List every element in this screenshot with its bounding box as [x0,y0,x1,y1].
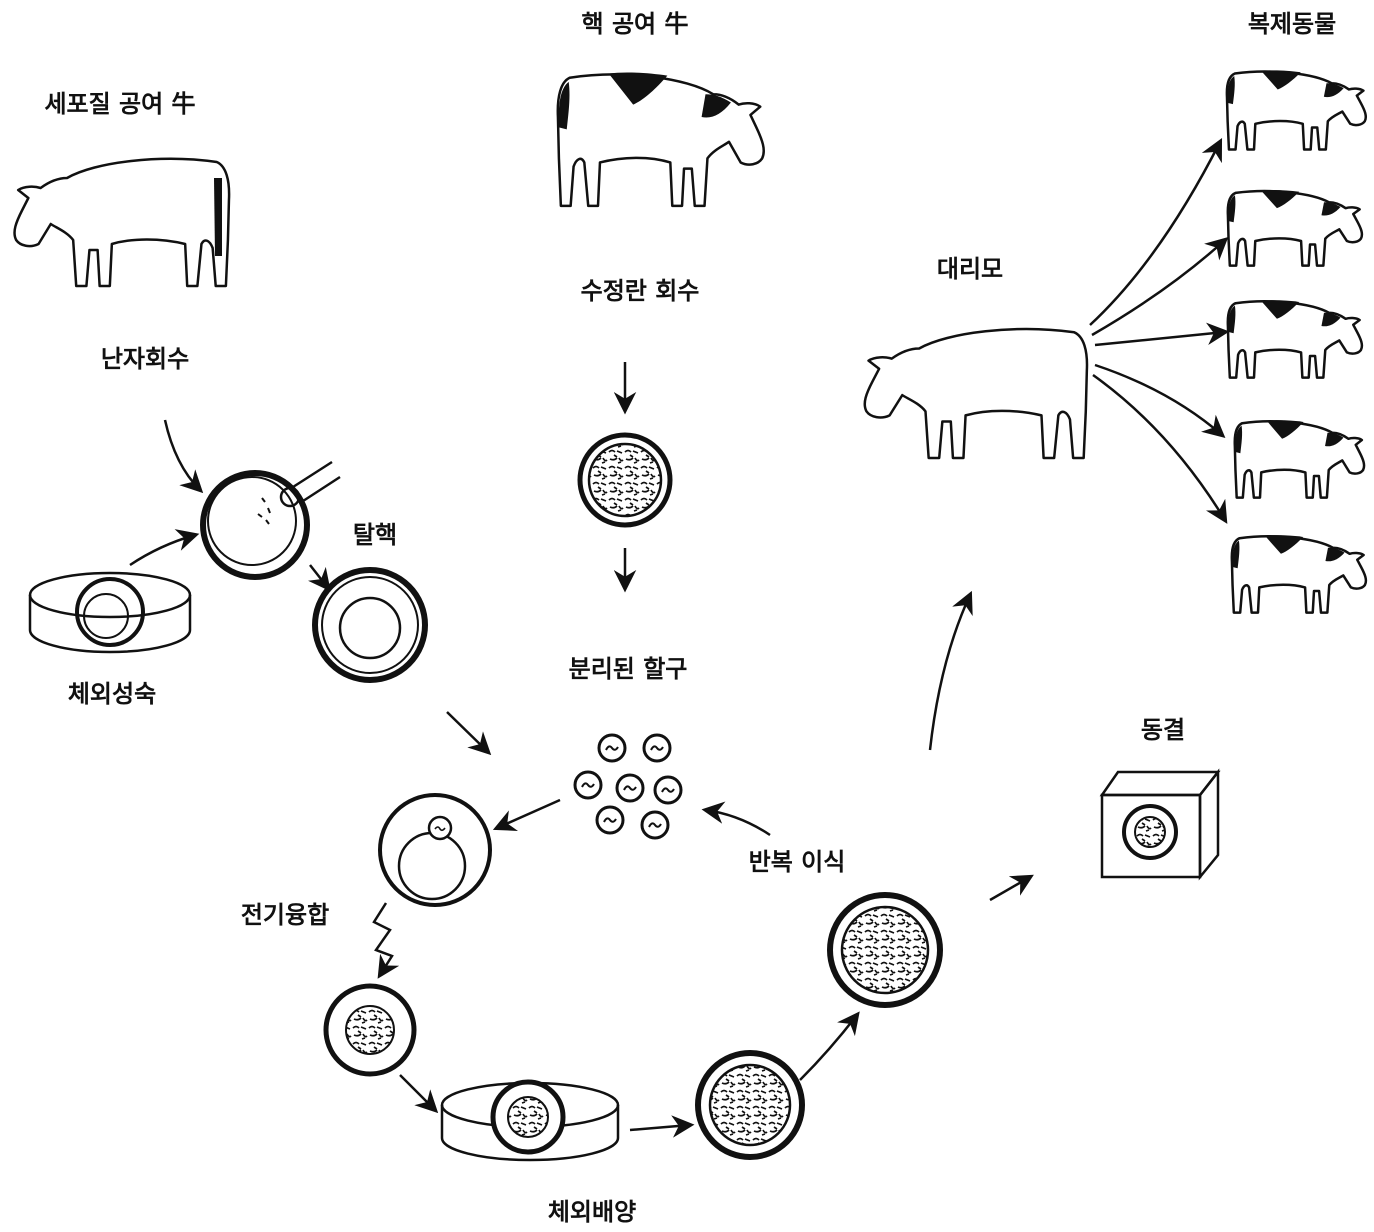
label-enucleation: 탈핵 [353,521,397,549]
blastocyst-embryo [827,892,943,1008]
label-cloned-animals: 복제동물 [1248,10,1336,38]
freezer-box [1099,768,1221,881]
blastomere [595,805,625,835]
cytoplasm-donor-cow [13,157,231,288]
cultured-embryo [695,1050,805,1160]
nucleus-donor-cow [556,71,766,208]
clone-cow-4 [1233,419,1365,499]
clone-cow-1 [1226,69,1367,151]
arrow-to-freezer [989,874,1034,902]
label-nucleus-donor: 핵 공여 牛 [582,10,689,38]
blastomere [573,770,603,800]
blastomere [640,810,670,840]
label-in-vitro-culture: 체외배양 [548,1198,636,1226]
arrow-oocyte-recovery [163,419,204,494]
arrow-repeated-transfer [701,801,771,837]
label-electrofusion: 전기융합 [241,901,329,929]
label-in-vitro-maturation: 체외성숙 [68,680,156,708]
arrow-to-clone-1 [1089,137,1223,326]
arrow-culture-to-blastocyst [799,1011,860,1081]
label-separated-blastomeres: 분리된 할구 [569,655,688,683]
enucleated-oocyte [312,567,428,683]
surrogate-cow [863,327,1089,460]
arrow-to-clone-3 [1094,322,1230,347]
arrow-to-surrogate [928,590,973,751]
oocyte-with-pipette [200,460,341,580]
blastomere [653,775,683,805]
arrow-to-clone-5 [1092,373,1228,524]
blastomere [615,773,645,803]
arrow-dish-to-embryo [629,1115,695,1138]
clone-cow-5 [1231,534,1367,614]
arrow-blastomeres-to-fusion [492,798,561,831]
blastomere [642,733,672,763]
label-repeated-transfer: 반복 이식 [749,848,846,876]
label-freezing: 동결 [1141,716,1185,744]
fused-embryo [323,983,417,1077]
blastomere [597,733,627,763]
label-oocyte-recovery: 난자회수 [101,345,189,373]
arrow-to-culture-dish [399,1074,439,1114]
cloned-cows [1226,69,1367,614]
label-cytoplasm-donor: 세포질 공여 牛 [44,90,195,118]
clone-cow-2 [1227,189,1363,267]
arrow-to-clone-4 [1094,363,1226,438]
arrow-enucleated-to-cycle [446,711,492,756]
arrow-to-enucleation [308,564,331,592]
electrofusion-lightning-arrow [372,902,400,979]
label-surrogate: 대리모 [937,255,1003,283]
arrows [129,137,1230,1138]
recovered-embryo [577,432,673,528]
arrow-to-clone-2 [1091,236,1229,337]
arrow-dish-to-oocyte [129,529,200,567]
clone-cow-3 [1227,299,1363,379]
culture-petri-dish [440,1079,620,1162]
label-embryo-recovery: 수정란 회수 [581,277,700,305]
fused-cell [378,793,492,907]
blastomere-cluster [573,733,683,840]
maturation-petri-dish [28,571,192,654]
